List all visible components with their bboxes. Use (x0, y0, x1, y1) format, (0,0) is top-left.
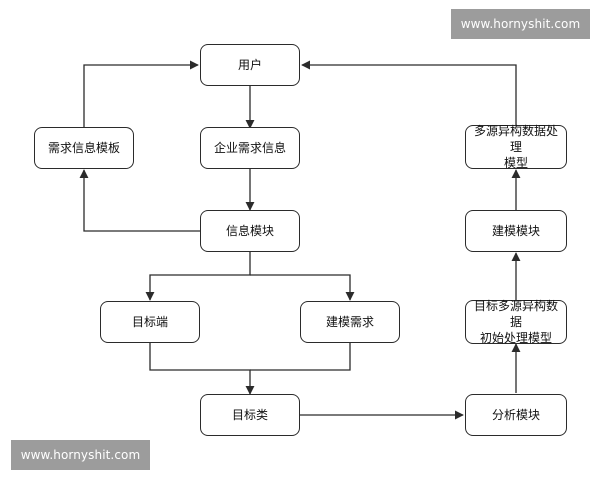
edge-info-module-to-demand-template (79, 169, 200, 232)
edge-info-module-to-modeling-demand (250, 274, 355, 301)
watermark-top: www.hornyshit.com (451, 9, 590, 39)
node-user: 用户 (200, 44, 300, 86)
node-info-module: 信息模块 (200, 210, 300, 252)
edge-demand-template-to-user (83, 60, 199, 127)
node-initial-model: 目标多源异构数据 初始处理模型 (465, 299, 567, 345)
edge-target-end-to-target-class (149, 343, 255, 395)
node-target-class: 目标类 (200, 394, 300, 436)
node-final-model: 多源异构数据处理 模型 (465, 124, 567, 170)
edge-final-model-to-user (301, 60, 517, 125)
node-analysis-module: 分析模块 (465, 394, 567, 436)
edge-info-module-to-target-end (145, 252, 251, 301)
node-demand-template: 需求信息模板 (34, 127, 134, 169)
node-modeling-demand: 建模需求 (300, 301, 400, 343)
edge-modeling-demand-to-target-class (250, 343, 351, 371)
node-modeling-module: 建模模块 (465, 210, 567, 252)
watermark-bottom: www.hornyshit.com (11, 440, 150, 470)
node-enterprise-demand: 企业需求信息 (200, 127, 300, 169)
node-target-end: 目标端 (100, 301, 200, 343)
